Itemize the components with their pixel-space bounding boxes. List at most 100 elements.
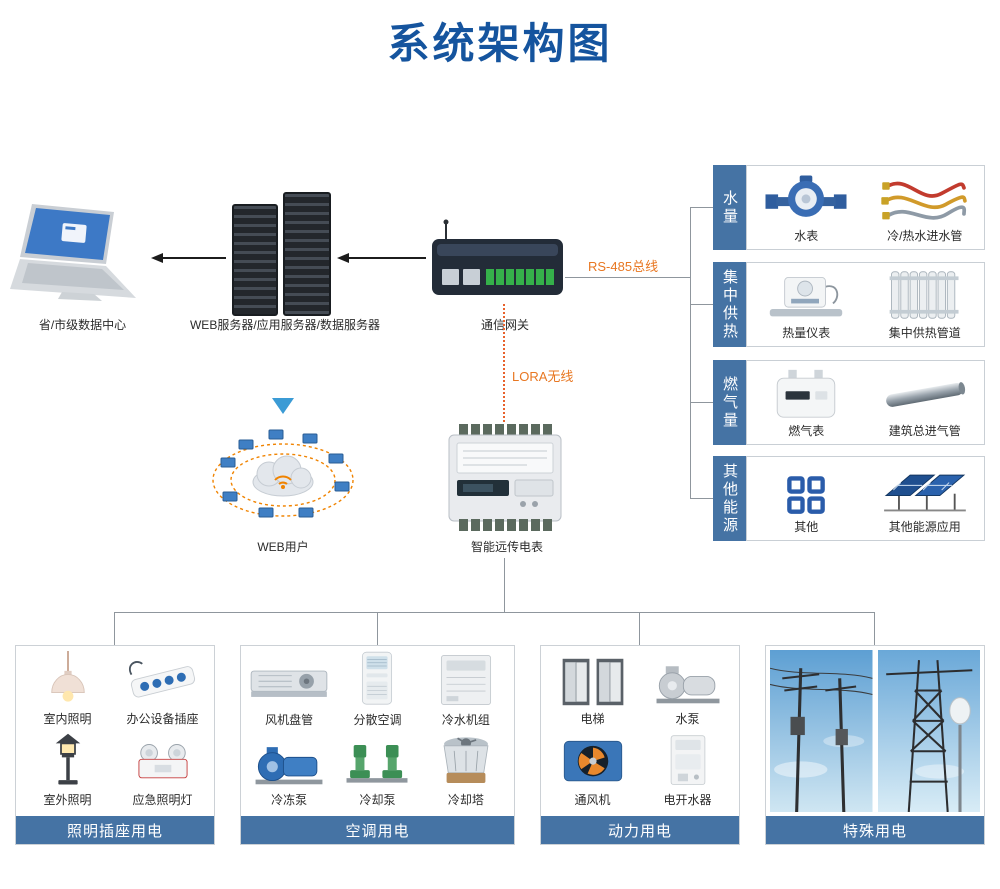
water-meter-icon bbox=[762, 169, 850, 225]
distributor-line bbox=[114, 612, 875, 613]
solar-panel-icon bbox=[877, 460, 972, 516]
category-body: 其他 bbox=[746, 456, 985, 541]
load-item-label: 电开水器 bbox=[663, 793, 712, 807]
category-body: 水表 冷/热水进水管 bbox=[746, 165, 985, 250]
cooling-pump-icon bbox=[336, 736, 418, 788]
cooling-tower-icon bbox=[436, 734, 496, 788]
load-group-special: 特殊用电 bbox=[765, 645, 985, 845]
load-item: 冷却塔 bbox=[422, 732, 510, 812]
arrow-left-icon bbox=[337, 253, 349, 263]
load-item-label: 室外照明 bbox=[43, 793, 92, 807]
drop-line bbox=[874, 612, 875, 645]
panel-item-label: 建筑总进气管 bbox=[888, 424, 961, 438]
drop-line bbox=[114, 612, 115, 645]
laptop-icon bbox=[10, 200, 155, 312]
load-group-lighting: 室内照明 办公设备插座 bbox=[15, 645, 215, 845]
rs485-line bbox=[565, 277, 690, 278]
bracket-stub bbox=[690, 402, 713, 403]
bracket-stub bbox=[690, 498, 713, 499]
load-item: 分散空调 bbox=[333, 650, 421, 732]
group-title-special: 特殊用电 bbox=[766, 816, 984, 844]
group-title-power: 动力用电 bbox=[541, 816, 739, 844]
water-pump-icon bbox=[647, 657, 729, 707]
gas-meter-icon bbox=[763, 364, 849, 420]
load-item: 冷却泵 bbox=[333, 732, 421, 812]
panel-row-water: 水量 水表 bbox=[713, 165, 985, 250]
load-item-label: 电梯 bbox=[580, 712, 605, 726]
load-item: 冷水机组 bbox=[422, 650, 510, 732]
load-group-hvac: 风机盘管 分散空调 bbox=[240, 645, 515, 845]
panel-item-label: 热量仪表 bbox=[782, 326, 831, 340]
chiller-icon bbox=[436, 652, 496, 708]
load-item: 冷冻泵 bbox=[245, 732, 333, 812]
panel-item: 冷/热水进水管 bbox=[866, 166, 985, 249]
fan-coil-icon bbox=[246, 660, 332, 708]
panel-item: 集中供热管道 bbox=[866, 263, 985, 346]
servers-label: WEB服务器/应用服务器/数据服务器 bbox=[189, 318, 380, 332]
garden-lamp-icon bbox=[43, 732, 93, 788]
arrow-left-icon bbox=[151, 253, 163, 263]
server-tower bbox=[232, 204, 278, 316]
rs485-label: RS-485总线 bbox=[588, 259, 659, 274]
arrow-servers-to-datacenter bbox=[162, 257, 226, 259]
page-title: 系统架构图 bbox=[387, 20, 613, 67]
bracket-stub bbox=[690, 304, 713, 305]
meter-label: 智能远传电表 bbox=[470, 540, 543, 554]
panel-item-label: 燃气表 bbox=[788, 424, 825, 438]
group-title-hvac: 空调用电 bbox=[241, 816, 514, 844]
load-item-label: 办公设备插座 bbox=[126, 712, 199, 726]
panel-row-other: 其他能源 其他 bbox=[713, 456, 985, 541]
portable-ac-icon bbox=[351, 650, 403, 708]
panel-item: 热量仪表 bbox=[747, 263, 866, 346]
load-item-label: 应急照明灯 bbox=[132, 793, 193, 807]
load-item-label: 冷却泵 bbox=[359, 793, 396, 807]
lora-label: LORA无线 bbox=[512, 369, 574, 384]
panel-item: 燃气表 bbox=[747, 361, 866, 444]
panel-row-gas: 燃气量 燃气表 bbox=[713, 360, 985, 445]
ventilation-fan-icon bbox=[555, 736, 631, 788]
panel-item: 建筑总进气管 bbox=[866, 361, 985, 444]
elevator-icon bbox=[554, 657, 632, 707]
load-item: 风机盘管 bbox=[245, 650, 333, 732]
category-tag: 燃气量 bbox=[713, 360, 746, 445]
panel-row-heating: 集中供热 热量仪表 bbox=[713, 262, 985, 347]
load-item: 室内照明 bbox=[20, 650, 115, 731]
load-item-label: 水泵 bbox=[675, 712, 700, 726]
load-item: 电开水器 bbox=[640, 731, 735, 812]
category-tag: 水量 bbox=[713, 165, 746, 250]
load-item: 办公设备插座 bbox=[115, 650, 210, 731]
meter-drop-line bbox=[504, 558, 505, 612]
gas-pipe-icon bbox=[877, 364, 972, 420]
panel-item: 其他 bbox=[747, 457, 866, 540]
photo-power-lines bbox=[770, 650, 873, 812]
load-item: 通风机 bbox=[545, 731, 640, 812]
gateway-icon bbox=[430, 218, 565, 303]
load-item-label: 冷水机组 bbox=[441, 713, 490, 727]
water-hoses-icon bbox=[877, 169, 972, 225]
load-group-power: 电梯 水泵 bbox=[540, 645, 740, 845]
chilled-pump-icon bbox=[248, 736, 330, 788]
load-item-label: 分散空调 bbox=[353, 713, 402, 727]
panel-item-label: 冷/热水进水管 bbox=[887, 229, 963, 243]
heat-meter-icon bbox=[761, 266, 851, 322]
energy-meter-icon bbox=[443, 420, 567, 534]
server-tower bbox=[283, 192, 331, 316]
category-body: 燃气表 bbox=[746, 360, 985, 445]
load-item-label: 冷冻泵 bbox=[271, 793, 308, 807]
gateway-label: 通信网关 bbox=[480, 318, 529, 332]
category-body: 热量仪表 集中供热管道 bbox=[746, 262, 985, 347]
load-item: 室外照明 bbox=[20, 731, 115, 812]
pendant-lamp-icon bbox=[35, 651, 101, 707]
drop-line bbox=[639, 612, 640, 645]
power-strip-icon bbox=[121, 653, 205, 707]
category-tag: 其他能源 bbox=[713, 456, 746, 541]
load-item-label: 风机盘管 bbox=[265, 713, 314, 727]
panel-item: 水表 bbox=[747, 166, 866, 249]
lora-line bbox=[503, 304, 505, 422]
web-users-label: WEB用户 bbox=[257, 540, 309, 554]
bracket-line bbox=[690, 207, 691, 498]
down-arrow-icon bbox=[272, 398, 294, 414]
group-title-lighting: 照明插座用电 bbox=[16, 816, 214, 844]
panel-item-label: 水表 bbox=[794, 229, 819, 243]
